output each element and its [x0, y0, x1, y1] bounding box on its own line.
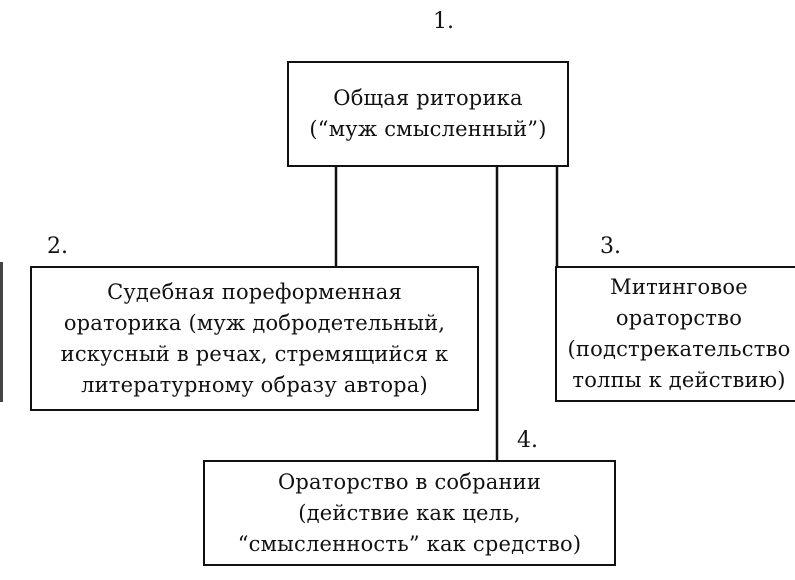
node-2-line-1: Судебная пореформенная	[107, 279, 402, 304]
node-2-line-2: ораторика (муж добродетельный,	[63, 310, 446, 335]
node-1-line-2: (“муж смысленный”)	[309, 117, 547, 141]
node-2-line-3: искусный в речах, стремящийся к	[60, 341, 449, 366]
node-3-line-2: ораторство	[615, 306, 743, 330]
node-1-number: 1.	[433, 9, 454, 34]
scan-edge-mark	[0, 262, 3, 402]
node-general-rhetoric: Общая риторика (“муж смысленный”)	[287, 61, 569, 167]
node-4-line-3: “смысленность” как средство)	[237, 531, 582, 556]
node-3-number: 3.	[600, 234, 621, 259]
node-3-line-1: Митинговое	[610, 275, 748, 299]
node-3-line-4: толпы к действию)	[572, 368, 786, 392]
node-4-line-2: (действие как цель,	[298, 500, 521, 525]
node-rally-oratory: Митинговое ораторство (подстрекательство…	[555, 266, 795, 402]
node-judicial-oratory: Судебная пореформенная ораторика (муж до…	[30, 266, 479, 411]
node-1-line-1: Общая риторика	[333, 86, 523, 110]
node-4-number: 4.	[517, 428, 538, 453]
node-assembly-oratory: Ораторство в собрании (действие как цель…	[203, 460, 616, 566]
node-4-line-1: Ораторство в собрании	[277, 469, 542, 494]
node-2-number: 2.	[47, 234, 68, 259]
node-3-line-3: (подстрекательство	[567, 337, 791, 361]
node-2-line-4: литературному образу автора)	[81, 372, 428, 397]
